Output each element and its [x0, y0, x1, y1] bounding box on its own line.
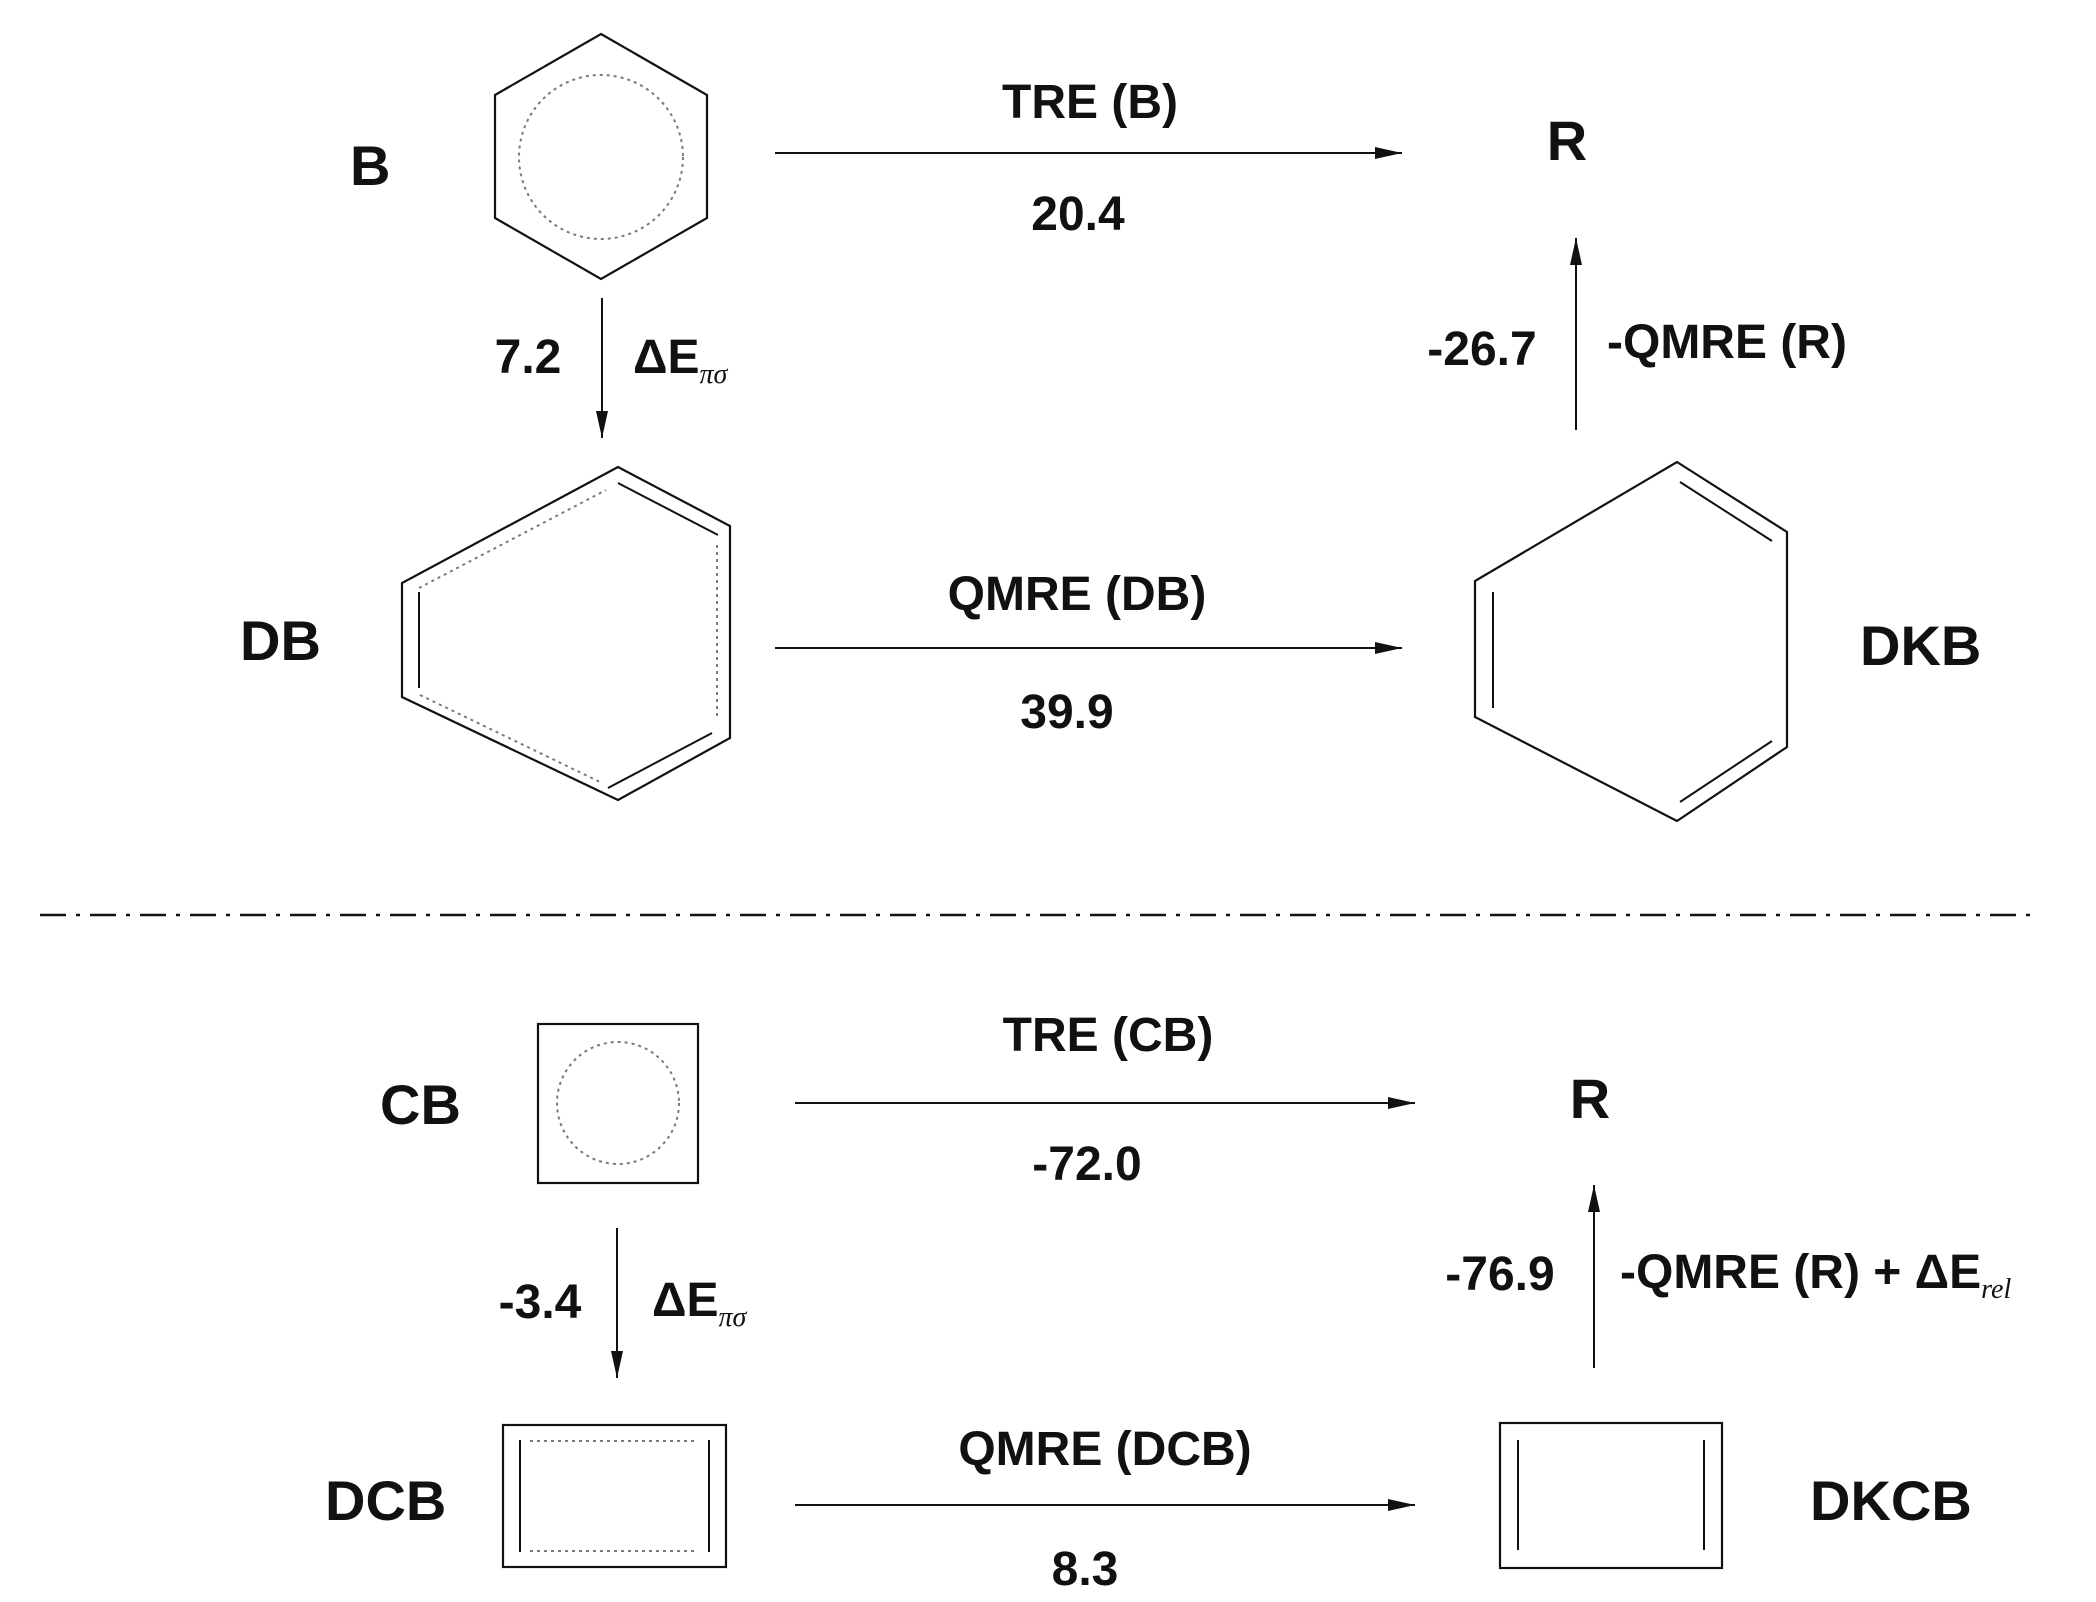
top-qmre-r-value: -26.7 [1427, 323, 1536, 376]
bottom-qmre-r-value: -76.9 [1445, 1248, 1554, 1301]
db-structure [400, 465, 732, 802]
dkcb-label: DKCB [1810, 1469, 1972, 1532]
qmre-dcb-label: QMRE (DCB) [958, 1423, 1251, 1476]
qmre-db-label: QMRE (DB) [948, 568, 1207, 621]
tre-b-label: TRE (B) [1002, 76, 1178, 129]
top-delta-value: 7.2 [495, 331, 562, 384]
benzene-label: B [350, 134, 390, 197]
top-delta-label: ΔEπσ [633, 331, 729, 390]
tre-b-value: 20.4 [1031, 188, 1125, 241]
bottom-qmre-r-label: -QMRE (R) + ΔErel [1620, 1246, 2011, 1305]
top-qmre-r-label: -QMRE (R) [1607, 316, 1847, 369]
qmre-db-value: 39.9 [1020, 686, 1113, 739]
bottom-delta-value: -3.4 [499, 1276, 582, 1329]
dcb-structure [501, 1423, 728, 1569]
dkcb-structure [1498, 1421, 1724, 1570]
cb-structure [536, 1022, 700, 1185]
cb-label: CB [380, 1073, 461, 1136]
bottom-delta-label: ΔEπσ [652, 1274, 748, 1333]
benzene-structure [493, 32, 709, 281]
qmre-dcb-value: 8.3 [1052, 1543, 1119, 1596]
db-label: DB [240, 609, 321, 672]
top-r-label: R [1547, 109, 1587, 172]
tre-cb-label: TRE (CB) [1003, 1009, 1214, 1062]
dkb-label: DKB [1860, 614, 1981, 677]
dkb-structure [1473, 460, 1789, 823]
bottom-r-label: R [1570, 1067, 1610, 1130]
tre-cb-value: -72.0 [1032, 1138, 1141, 1191]
dcb-label: DCB [325, 1469, 446, 1532]
